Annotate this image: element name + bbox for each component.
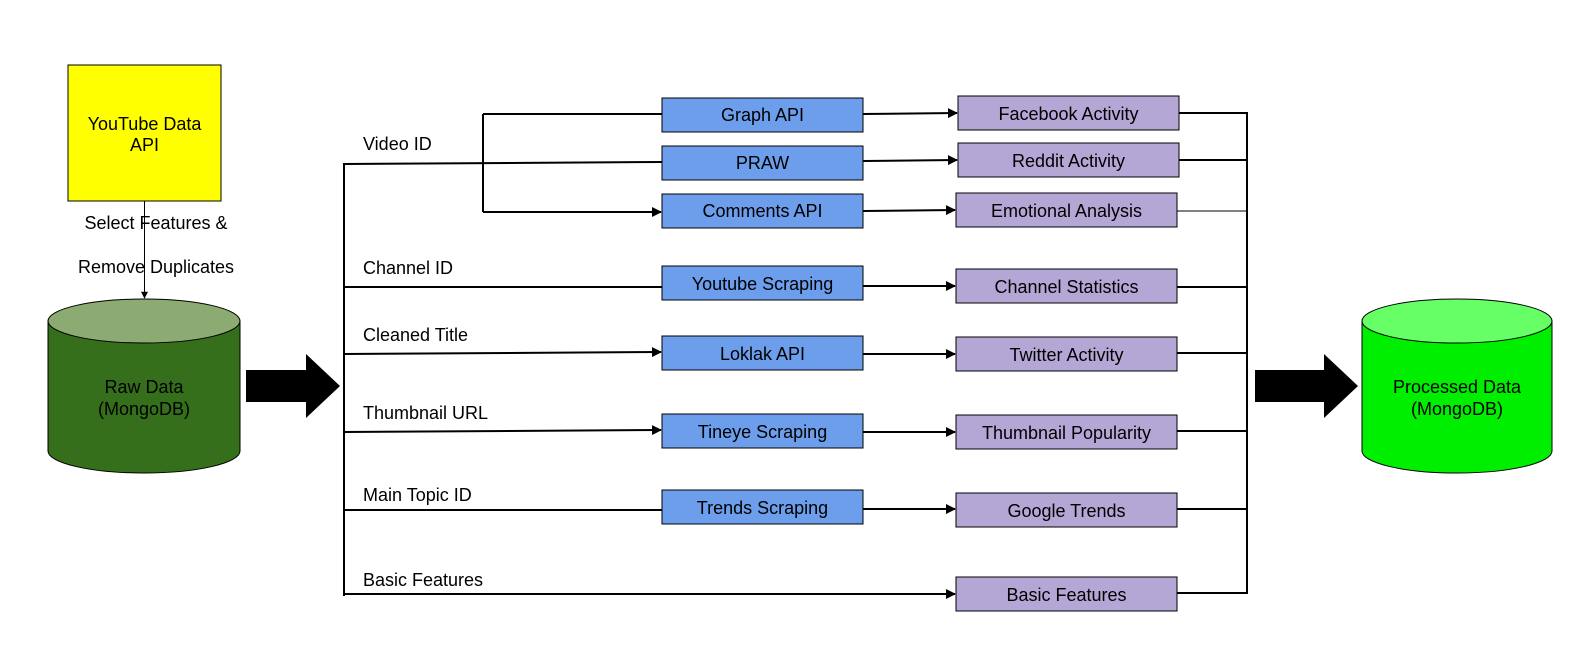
tool-loklak-api-label: Loklak API bbox=[720, 344, 805, 364]
raw-data-label-line2: (MongoDB) bbox=[98, 399, 190, 419]
output-google-trends: Google Trends bbox=[955, 492, 1178, 528]
tool-graph-api: Graph API bbox=[661, 97, 864, 133]
youtube-data-api-box: YouTube Data API bbox=[67, 64, 222, 202]
video-id-line bbox=[343, 161, 663, 165]
praw-to-reddit-arrow bbox=[862, 155, 958, 166]
raw-to-pipeline-arrow bbox=[246, 354, 340, 418]
output-facebook-activity-label: Facebook Activity bbox=[998, 104, 1138, 124]
pipeline-to-processed-arrow bbox=[1255, 354, 1358, 418]
output-thumbnail-popularity: Thumbnail Popularity bbox=[955, 414, 1178, 450]
output-channel-statistics-label: Channel Statistics bbox=[994, 277, 1138, 297]
output-twitter-activity-label: Twitter Activity bbox=[1009, 345, 1123, 365]
processed-data-label-line1: Processed Data bbox=[1393, 377, 1522, 397]
processed-data-label-line2: (MongoDB) bbox=[1411, 399, 1503, 419]
tool-praw-label: PRAW bbox=[736, 153, 789, 173]
tool-comments-api-label: Comments API bbox=[702, 201, 822, 221]
field-label-thumbnail-url: Thumbnail URL bbox=[363, 403, 488, 423]
tool-loklak-api: Loklak API bbox=[661, 335, 864, 371]
graph-api-to-facebook-arrow bbox=[862, 108, 958, 119]
output-twitter-activity: Twitter Activity bbox=[955, 336, 1178, 372]
tool-praw: PRAW bbox=[661, 145, 864, 181]
output-basic-features: Basic Features bbox=[955, 576, 1178, 612]
tool-graph-api-label: Graph API bbox=[721, 105, 804, 125]
output-reddit-activity-label: Reddit Activity bbox=[1012, 151, 1125, 171]
field-label-channel-id: Channel ID bbox=[363, 258, 453, 278]
thumbnail-url-arrow bbox=[343, 425, 662, 436]
raw-data-cylinder: Raw Data (MongoDB) bbox=[47, 298, 241, 474]
field-label-cleaned-title: Cleaned Title bbox=[363, 325, 468, 345]
field-label-basic-features: Basic Features bbox=[363, 570, 483, 590]
youtube-data-api-label-line1: YouTube Data bbox=[88, 114, 203, 134]
field-label-main-topic-id: Main Topic ID bbox=[363, 485, 472, 505]
output-thumbnail-popularity-label: Thumbnail Popularity bbox=[982, 423, 1151, 443]
tool-youtube-scraping: Youtube Scraping bbox=[661, 265, 864, 301]
tool-youtube-scraping-label: Youtube Scraping bbox=[692, 274, 833, 294]
tool-tineye-scraping-label: Tineye Scraping bbox=[698, 422, 827, 442]
cleaned-title-arrow bbox=[343, 347, 662, 358]
youtube-data-api-label-line2: API bbox=[130, 135, 159, 155]
tool-tineye-scraping: Tineye Scraping bbox=[661, 413, 864, 449]
field-label-video-id: Video ID bbox=[363, 134, 432, 154]
output-basic-features-label: Basic Features bbox=[1006, 585, 1126, 605]
output-emotional-analysis: Emotional Analysis bbox=[955, 192, 1178, 228]
output-google-trends-label: Google Trends bbox=[1007, 501, 1125, 521]
output-emotional-analysis-label: Emotional Analysis bbox=[991, 201, 1142, 221]
tool-comments-api: Comments API bbox=[661, 193, 864, 229]
comments-to-emotional-arrow bbox=[862, 205, 956, 216]
output-facebook-activity: Facebook Activity bbox=[957, 95, 1180, 131]
output-reddit-activity: Reddit Activity bbox=[957, 142, 1180, 178]
select-features-label: Select Features & bbox=[84, 213, 227, 233]
tool-trends-scraping: Trends Scraping bbox=[661, 489, 864, 525]
output-channel-statistics: Channel Statistics bbox=[955, 268, 1178, 304]
raw-data-label-line1: Raw Data bbox=[104, 377, 184, 397]
remove-duplicates-label: Remove Duplicates bbox=[78, 257, 234, 277]
processed-data-cylinder: Processed Data (MongoDB) bbox=[1361, 298, 1553, 474]
tool-trends-scraping-label: Trends Scraping bbox=[697, 498, 828, 518]
